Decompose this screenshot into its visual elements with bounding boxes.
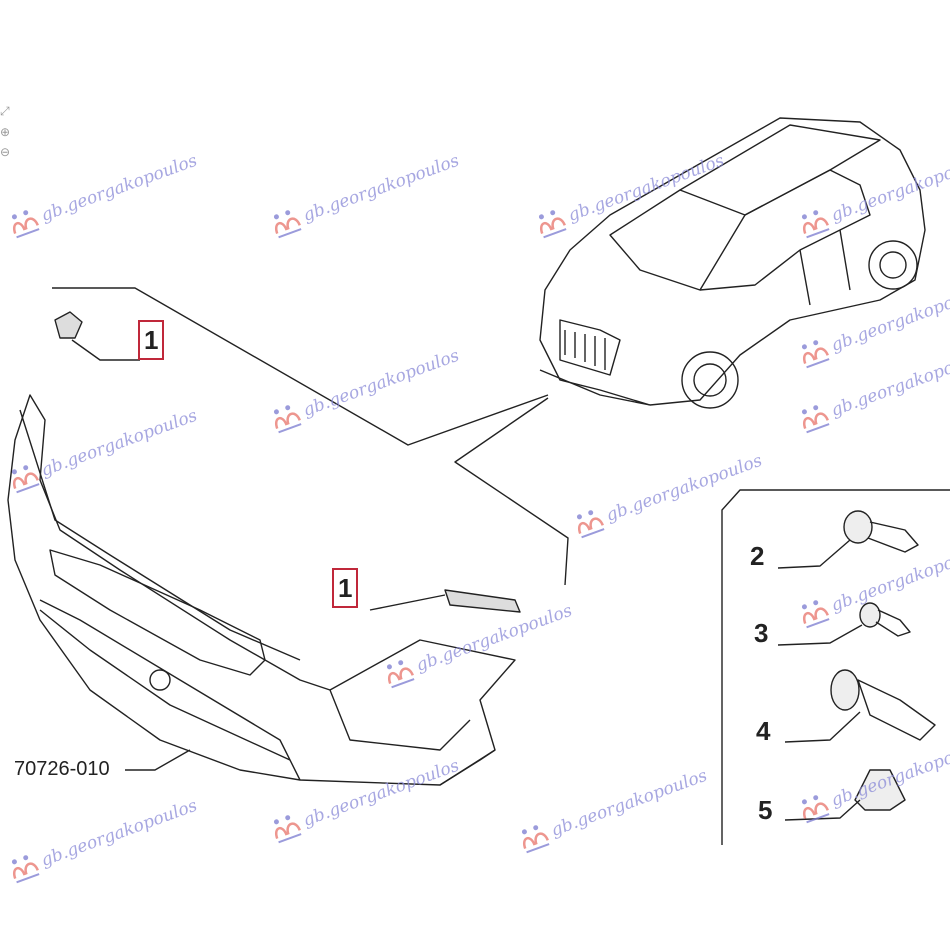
callout-part-3[interactable]: 3 (754, 618, 769, 649)
callout-part-1-top[interactable]: 1 (138, 320, 165, 360)
part-4-drawing (830, 669, 936, 741)
watermark: gb.georgakopoulos (796, 278, 950, 370)
watermark-logo-icon (386, 660, 415, 689)
watermark: gb.georgakopoulos (796, 343, 950, 435)
watermark: gb.georgakopoulos (6, 793, 201, 885)
watermark: gb.georgakopoulos (268, 343, 463, 435)
watermark: gb.georgakopoulos (796, 733, 950, 825)
callout-part-2[interactable]: 2 (750, 541, 765, 572)
assembly-part-number[interactable]: 70726-010 (14, 758, 110, 781)
watermark-logo-icon (11, 855, 40, 884)
zoom-out-icon[interactable]: ⊖ (0, 145, 11, 159)
callout-part-5[interactable]: 5 (758, 795, 773, 826)
leader-line-car-to-bumper (52, 287, 549, 446)
part-3-drawing (859, 602, 911, 637)
watermark: gb.georgakopoulos (796, 148, 950, 240)
front-bumper-illustration (7, 394, 516, 786)
watermark-logo-icon (801, 405, 830, 434)
watermark: gb.georgakopoulos (268, 753, 463, 845)
watermark-logo-icon (273, 405, 302, 434)
vehicle-illustration (539, 117, 926, 409)
part-1-strip (444, 589, 521, 613)
watermark: gb.georgakopoulos (516, 763, 711, 855)
watermark: gb.georgakopoulos (533, 148, 728, 240)
watermark-logo-icon (538, 210, 567, 239)
watermark-logo-icon (11, 465, 40, 494)
callout-part-4[interactable]: 4 (756, 716, 771, 747)
watermark-logo-icon (801, 210, 830, 239)
watermark-logo-icon (521, 825, 550, 854)
part-1-clip-top (54, 311, 83, 339)
watermark-logo-icon (273, 815, 302, 844)
watermark: gb.georgakopoulos (796, 538, 950, 630)
viewer-controls: ⤢ ⊕ ⊖ (0, 104, 16, 159)
callout-part-1-mid[interactable]: 1 (332, 568, 359, 608)
watermark: gb.georgakopoulos (381, 598, 576, 690)
hardware-panel-border (721, 489, 950, 845)
zoom-in-icon[interactable]: ⊕ (0, 125, 11, 139)
watermark: gb.georgakopoulos (6, 403, 201, 495)
watermark-logo-icon (801, 340, 830, 369)
watermark: gb.georgakopoulos (6, 148, 201, 240)
leader-line-car-to-strip (454, 397, 569, 586)
watermark: gb.georgakopoulos (268, 148, 463, 240)
watermark: gb.georgakopoulos (571, 448, 766, 540)
leader-line-assembly (125, 749, 191, 771)
leader-line-part1-mid (369, 594, 446, 611)
watermark-logo-icon (11, 210, 40, 239)
part-2-drawing (843, 510, 919, 553)
watermark-logo-icon (801, 795, 830, 824)
part-5-drawing (854, 769, 906, 811)
watermark-logo-icon (801, 600, 830, 629)
leader-line-part1-top (71, 339, 140, 361)
fullscreen-icon[interactable]: ⤢ (0, 104, 10, 118)
watermark-logo-icon (576, 510, 605, 539)
watermark-logo-icon (273, 210, 302, 239)
